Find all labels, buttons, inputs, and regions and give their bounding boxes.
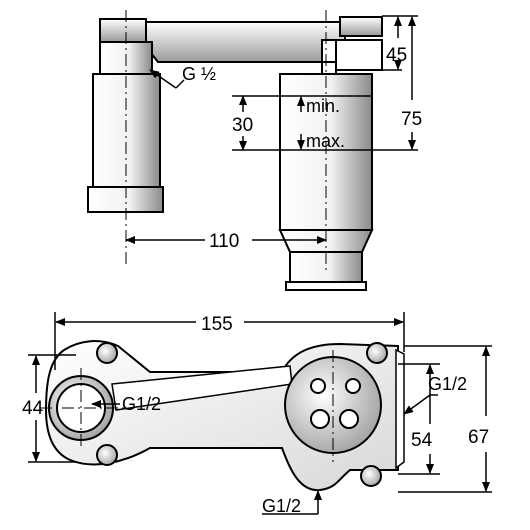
dim-44-label: 44 (22, 398, 44, 419)
dimension-44 (28, 354, 76, 463)
thread-label-bottom: G1/2 (262, 496, 301, 516)
dim-75-label: 75 (401, 109, 422, 130)
thread-arrow-bottom (262, 490, 322, 515)
thread-label-top: G ½ (182, 64, 216, 84)
thread-label-right: G1/2 (428, 374, 467, 394)
port-hole-1 (310, 378, 326, 394)
dim-45-label: 45 (386, 45, 407, 66)
right-cylinder-lip (285, 281, 367, 291)
dim-67-label: 67 (468, 427, 489, 448)
thread-arrow-right (403, 394, 438, 415)
right-neck (321, 61, 337, 75)
port-hole-3 (310, 409, 330, 429)
mount-hole-bottom-left (96, 444, 118, 466)
left-cylinder-base (87, 186, 164, 213)
mount-hole-top-left (96, 342, 118, 364)
port-hole-2 (345, 378, 361, 394)
plan-view (44, 340, 405, 492)
right-edge-flange (395, 348, 405, 470)
thread-arrow-top (149, 69, 185, 89)
right-flange (335, 39, 383, 71)
min-label: min. (306, 96, 340, 116)
dimension-54-67 (398, 345, 492, 493)
thread-label-left: G1/2 (122, 394, 161, 414)
left-top-block (99, 18, 147, 43)
dimension-45-75 (372, 15, 418, 151)
max-label: max. (306, 131, 345, 151)
port-hole-4 (339, 409, 359, 429)
dim-155-label: 155 (201, 314, 233, 335)
min-max-indicator (232, 95, 372, 151)
centerlines-top (125, 10, 327, 272)
centerlines-bottom (40, 350, 334, 462)
dim-30-label: 30 (232, 115, 253, 136)
dim-110-label: 110 (209, 231, 239, 252)
dim-54-label: 54 (411, 430, 433, 451)
right-top-block (339, 16, 383, 37)
mount-hole-bottom-right (360, 465, 382, 487)
horizontal-arm (145, 21, 346, 63)
mount-hole-top-right (366, 342, 388, 364)
dimension-155 (54, 312, 405, 370)
